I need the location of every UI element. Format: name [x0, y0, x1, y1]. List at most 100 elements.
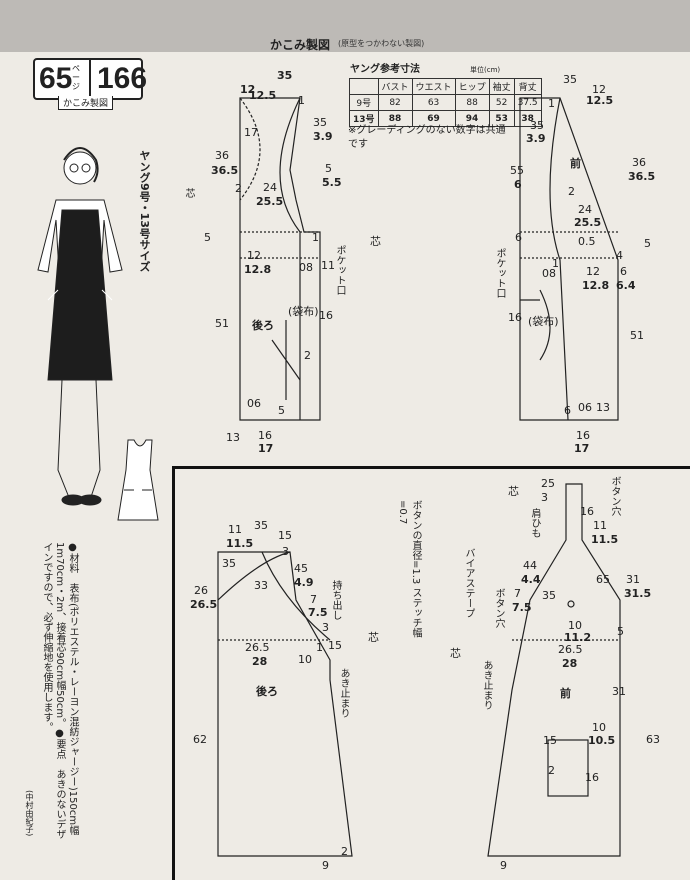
tr-number: 0.5 [578, 235, 596, 248]
tr-number: 51 [630, 329, 644, 342]
tl-number: 5 [278, 404, 285, 417]
bl-number: 62 [193, 733, 207, 746]
tr-number: 12 [592, 83, 606, 96]
tl-number: 5.5 [322, 176, 342, 189]
bl-number: 7.5 [308, 606, 328, 619]
br-number: 7.5 [512, 601, 532, 614]
tr-number: 6 [515, 231, 522, 244]
tl-number: 5 [204, 231, 211, 244]
tr-number: 6 [620, 265, 627, 278]
br-number: 4.4 [521, 573, 541, 586]
bl-number: 28 [252, 655, 268, 668]
br-number: 44 [523, 559, 537, 572]
tl-number: 1 [298, 94, 305, 107]
front-skirt-pattern [487, 483, 621, 857]
page-label: ページ [72, 64, 80, 91]
br-number: 16 [585, 771, 599, 784]
bl-number: 35 [254, 519, 268, 532]
br-number: 15 [543, 734, 557, 747]
tl-number: 24 [263, 181, 277, 194]
br-number: 3 [541, 491, 548, 504]
br-number: 31 [626, 573, 640, 586]
bl-number: 11 [228, 523, 242, 536]
page-number-box: 65 ページ 166 [33, 58, 147, 100]
br-number: 28 [562, 657, 578, 670]
measure-note: ※グレーディングのない数字は共通です [348, 125, 506, 150]
br-number: 10 [568, 619, 582, 632]
tl-number: 3.9 [313, 130, 333, 143]
tl-number: 16 [319, 309, 333, 322]
front-label: 前 [560, 687, 571, 700]
tl-number: 12.8 [244, 263, 272, 276]
shin-label: 芯 [508, 485, 519, 498]
bias-stitch-label: バイアステープ [463, 548, 474, 618]
button-note: ボタンの直径=1.3 ステッチ幅=0.7 [397, 500, 421, 638]
br-number: 35 [542, 589, 556, 602]
page-caption: かこみ製図 [58, 96, 114, 110]
bl-number: 45 [294, 562, 308, 575]
bl-number: 15 [278, 529, 292, 542]
tl-number: 08 [299, 261, 313, 274]
tl-number: 5 [325, 162, 332, 175]
tr-number: 16 [508, 311, 522, 324]
tl-number: 2 [304, 349, 311, 362]
tl-number: 06 [247, 397, 261, 410]
tr-number: 5 [644, 237, 651, 250]
front-label: 前 [570, 157, 581, 170]
tl-number: 2 [235, 182, 242, 195]
page-number-right: 166 [89, 60, 147, 98]
akidomari-label: あき止まり [338, 668, 349, 718]
material-text: ●材料 表布(ポリエステル・レーヨン混紡ジャージー)150cm幅1m70cm・2… [41, 542, 78, 840]
table-row: 13号 88 69 94 53 38 [349, 110, 542, 127]
tr-number: 3.9 [526, 132, 546, 145]
tl-number: 25.5 [256, 195, 284, 208]
tl-number: 12 [240, 83, 256, 96]
back-bodice-pattern [239, 97, 321, 421]
bl-number: 26.5 [245, 641, 270, 654]
pocket-opening-label: ポケット口 [494, 248, 505, 298]
tr-number: 35 [530, 119, 544, 132]
back-label: 後ろ [256, 685, 278, 698]
tr-number: 12 [586, 265, 600, 278]
br-number: 9 [500, 859, 507, 872]
tl-number: 51 [215, 317, 229, 330]
shin-label: 芯 [368, 631, 379, 644]
header-bar: かこみ製図 (原型をつかわない製図) [0, 0, 690, 52]
br-number: 63 [646, 733, 660, 746]
tr-number: 1 [552, 257, 559, 270]
shin-label: 芯 [450, 647, 461, 660]
measure-table-title: ヤング参考寸法 [350, 64, 420, 75]
tl-number: 13 [226, 431, 240, 444]
br-number: 11.2 [564, 631, 592, 644]
tr-number: 16 [576, 429, 590, 442]
bl-number: 7 [310, 593, 317, 606]
tr-number: 1 [548, 97, 555, 110]
br-number: 31 [612, 685, 626, 698]
tl-number: 35 [277, 69, 293, 82]
shin-label: 芯 [370, 235, 381, 248]
tr-number: 08 [542, 267, 556, 280]
button-hole-label: ボタン穴 [493, 588, 504, 628]
tr-number: 06 [578, 401, 592, 414]
tr-number: 12.8 [582, 279, 610, 292]
br-number: 2 [548, 764, 555, 777]
pocket-cloth-label: (袋布) [288, 305, 319, 318]
bl-number: 1 [316, 641, 323, 654]
tr-number: 4 [616, 249, 623, 262]
small-garment-sketch [117, 439, 159, 521]
br-number: 7 [514, 587, 521, 600]
tr-number: 55 [510, 164, 524, 177]
header-title: かこみ製図 [270, 38, 331, 52]
tl-number: 12.5 [249, 89, 277, 102]
tr-number: 13 [596, 401, 610, 414]
strap-label: 肩ひも [529, 508, 540, 538]
bl-number: 15 [328, 639, 342, 652]
model-figure [37, 147, 123, 506]
br-number: 11.5 [591, 533, 619, 546]
bl-number: 3 [282, 545, 289, 558]
pocket-opening-label: ポケット口 [334, 245, 345, 295]
tr-number: 6 [564, 404, 571, 417]
tr-number: 17 [574, 442, 590, 455]
bl-number: 33 [254, 579, 268, 592]
